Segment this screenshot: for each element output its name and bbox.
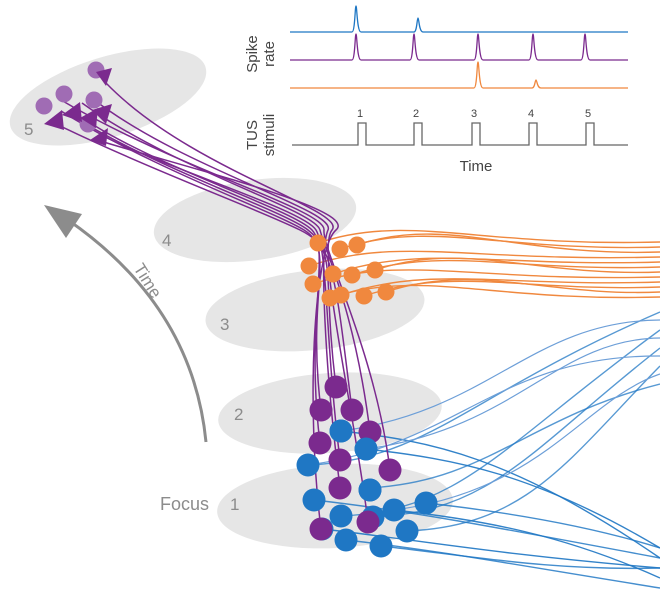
layer-label-3: 3 xyxy=(220,315,229,334)
light-purple-neuron xyxy=(85,91,103,109)
arrowhead-icon xyxy=(90,128,108,146)
blue-fiber xyxy=(372,347,660,518)
orange-neuron xyxy=(355,287,373,305)
blue-fiber xyxy=(406,365,660,532)
orange-neuron xyxy=(309,234,327,252)
stimulus-label: 3 xyxy=(471,108,477,120)
light-purple-neuron xyxy=(35,97,53,115)
orange-fiber xyxy=(308,250,660,267)
blue-fiber xyxy=(365,383,660,489)
blue-neuron xyxy=(354,437,378,461)
blue-fiber xyxy=(380,545,660,570)
orange-neuron xyxy=(348,236,366,254)
purple-fiber xyxy=(92,98,341,489)
layer-label-5: 5 xyxy=(24,120,33,139)
blue-fiber xyxy=(307,311,660,466)
blue-neuron xyxy=(369,534,393,558)
blue-neuron xyxy=(334,528,358,552)
purple-neuron xyxy=(378,458,402,482)
spike-trace xyxy=(290,5,628,33)
blue-neuron xyxy=(302,488,326,512)
blue-neuron xyxy=(382,498,406,522)
spike-rate-label-line2: rate xyxy=(261,41,278,67)
orange-neuron xyxy=(343,266,361,284)
purple-neuron xyxy=(308,431,332,455)
time-arrowhead-icon xyxy=(44,205,82,238)
layer-ellipse-5 xyxy=(9,48,207,146)
orange-fiber xyxy=(374,257,660,274)
purple-neuron xyxy=(328,476,352,500)
purple-fiber xyxy=(73,116,353,411)
purple-fiber xyxy=(60,99,391,471)
inset-traces xyxy=(290,5,628,89)
time-arrow xyxy=(44,205,208,443)
stimulus-label: 2 xyxy=(413,108,419,120)
purple-fiber xyxy=(60,110,322,411)
neurons xyxy=(35,61,438,558)
orange-fiber xyxy=(356,233,660,254)
orange-neuron xyxy=(300,257,318,275)
blue-fiber xyxy=(365,448,660,549)
purple-neuron xyxy=(324,375,348,399)
orange-neuron xyxy=(321,289,339,307)
purple-neuron xyxy=(356,510,380,534)
blue-fiber xyxy=(393,373,660,511)
stimulus-label: 1 xyxy=(357,108,363,120)
focus-label: Focus xyxy=(160,494,209,514)
spike-rate-label-line1: Spike xyxy=(244,35,261,73)
blue-neuron xyxy=(329,504,353,528)
layer-ellipse-1 xyxy=(217,463,453,549)
blue-fiber xyxy=(365,337,660,450)
tus-label-line1: TUS xyxy=(244,120,261,150)
arrowhead-icon xyxy=(96,68,112,86)
orange-fiber xyxy=(317,229,660,244)
purple-fiber xyxy=(98,133,341,461)
purple-neuron xyxy=(309,517,333,541)
orange-fiber xyxy=(385,279,660,294)
purple-neuron xyxy=(340,398,364,422)
stimulus-label: 5 xyxy=(585,108,591,120)
orange-neuron xyxy=(331,240,349,258)
blue-fibers xyxy=(307,311,660,589)
tus-label-line2: stimuli xyxy=(261,114,278,157)
orange-neuron xyxy=(304,275,322,293)
blue-neuron xyxy=(329,419,353,443)
arrowhead-icon xyxy=(80,108,98,128)
spike-rate-inset: 1 2 3 4 5 Spike rate TUS stimuli Time xyxy=(244,5,628,175)
light-purple-neuron xyxy=(55,85,73,103)
inset-x-label: Time xyxy=(460,158,493,175)
spike-trace xyxy=(290,61,628,89)
stimulus-label: 4 xyxy=(528,108,534,120)
blue-neuron xyxy=(358,478,382,502)
orange-neuron xyxy=(366,261,384,279)
blue-fiber xyxy=(340,319,660,432)
blue-neuron xyxy=(395,519,419,543)
layer-label-1: 1 xyxy=(230,495,239,514)
arrowhead-icon xyxy=(44,110,64,130)
blue-fiber xyxy=(425,502,660,549)
purple-neuron xyxy=(328,448,352,472)
blue-fiber xyxy=(321,528,660,569)
arrowhead-icon xyxy=(62,102,82,122)
spike-trace xyxy=(290,33,628,61)
layer-ellipse-4 xyxy=(153,177,357,263)
orange-neuron xyxy=(324,265,342,283)
layer-label-4: 4 xyxy=(162,231,171,250)
orange-fiber xyxy=(363,280,660,297)
orange-neuron xyxy=(377,283,395,301)
inset-stimuli: 1 2 3 4 5 xyxy=(292,108,628,146)
purple-neuron xyxy=(309,398,333,422)
layer-label-2: 2 xyxy=(234,405,243,424)
orange-fiber xyxy=(340,278,660,296)
blue-fiber xyxy=(313,499,660,559)
layer-ellipse-3 xyxy=(205,268,425,352)
blue-neuron xyxy=(414,491,438,515)
purple-fibers xyxy=(51,82,391,530)
blue-neuron xyxy=(296,453,320,477)
stimulus-train xyxy=(292,122,628,146)
